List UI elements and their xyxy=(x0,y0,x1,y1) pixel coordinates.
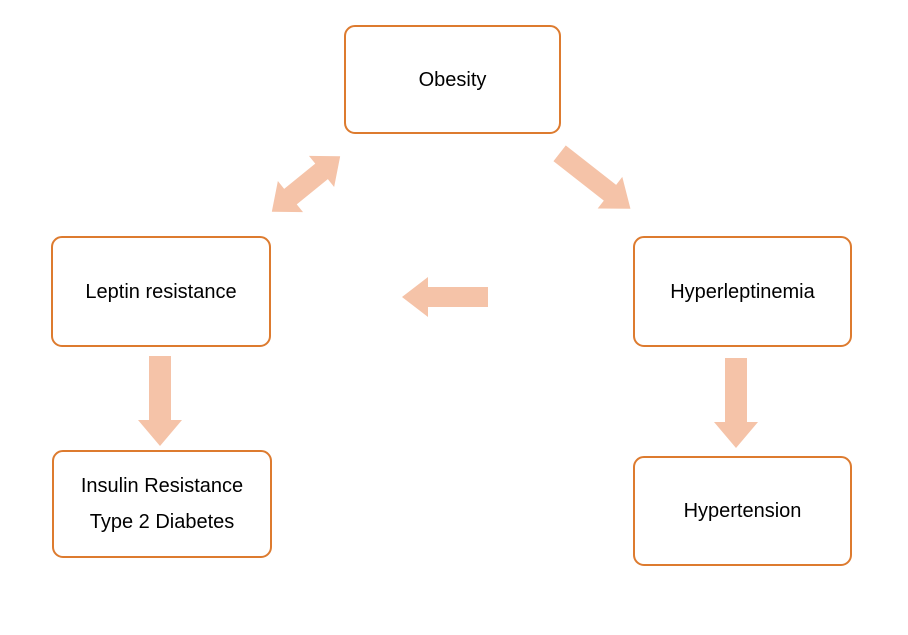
arrow-obesity-to-hyperleptinemia-icon xyxy=(553,145,631,209)
node-insulin-resistance-line2: Type 2 Diabetes xyxy=(89,511,235,533)
node-hypertension: Hypertension xyxy=(633,456,852,566)
double-arrow-obesity-leptin-resistance-icon xyxy=(271,155,341,213)
node-insulin-resistance-type-2-diabetes: Insulin Resistance Type 2 Diabetes xyxy=(52,450,272,558)
arrow-leptin-resistance-to-insulin-resistance-icon xyxy=(138,356,182,446)
node-leptin-resistance-label: Leptin resistance xyxy=(85,280,237,303)
node-hyperleptinemia-label: Hyperleptinemia xyxy=(670,280,815,303)
node-obesity-label: Obesity xyxy=(418,68,487,91)
node-insulin-resistance-line1: Insulin Resistance xyxy=(80,475,244,497)
node-leptin-resistance: Leptin resistance xyxy=(51,236,271,347)
arrow-hyperleptinemia-to-hypertension-icon xyxy=(714,358,758,448)
node-hypertension-label: Hypertension xyxy=(683,500,802,522)
node-hyperleptinemia: Hyperleptinemia xyxy=(633,236,852,347)
arrow-hyperleptinemia-to-leptin-resistance-icon xyxy=(402,277,488,317)
node-obesity: Obesity xyxy=(344,25,561,134)
